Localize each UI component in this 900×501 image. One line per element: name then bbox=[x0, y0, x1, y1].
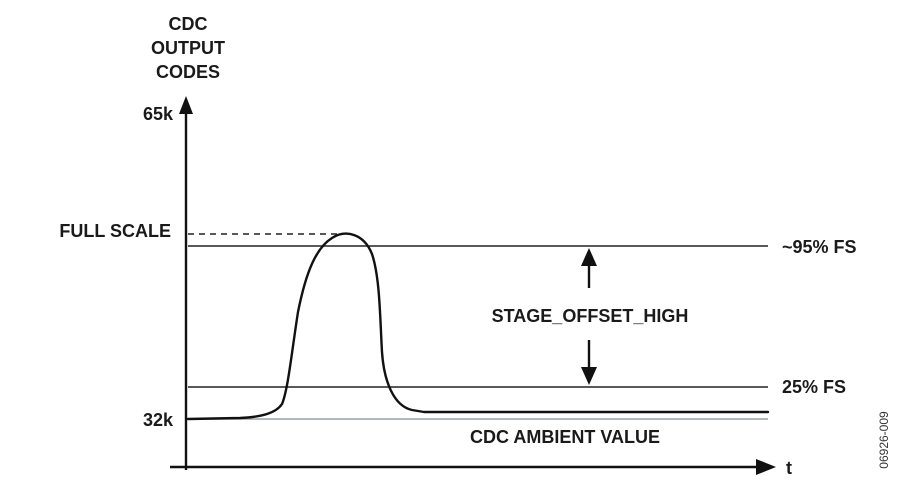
offset-arrow-bottom-head bbox=[581, 367, 597, 385]
y-axis-title-line-2: OUTPUT bbox=[151, 38, 225, 58]
high-threshold-label: ~95% FS bbox=[782, 237, 857, 257]
y-axis-title-line-3: CODES bbox=[156, 62, 220, 82]
ambient-label: CDC AMBIENT VALUE bbox=[470, 427, 660, 447]
cdc-output-signal-curve bbox=[186, 232, 770, 421]
x-axis-arrowhead bbox=[756, 459, 776, 475]
offset-arrow-top-head bbox=[581, 248, 597, 266]
y-tick-32k: 32k bbox=[143, 410, 174, 430]
y-tick-65k: 65k bbox=[143, 104, 174, 124]
full-scale-label: FULL SCALE bbox=[59, 221, 171, 241]
low-threshold-label: 25% FS bbox=[782, 377, 846, 397]
figure-id: 06926-009 bbox=[877, 411, 891, 469]
y-axis-arrowhead bbox=[179, 96, 193, 114]
x-axis-label: t bbox=[786, 458, 792, 478]
y-axis-title-line-1: CDC bbox=[169, 14, 208, 34]
stage-offset-high-label: STAGE_OFFSET_HIGH bbox=[492, 306, 689, 326]
